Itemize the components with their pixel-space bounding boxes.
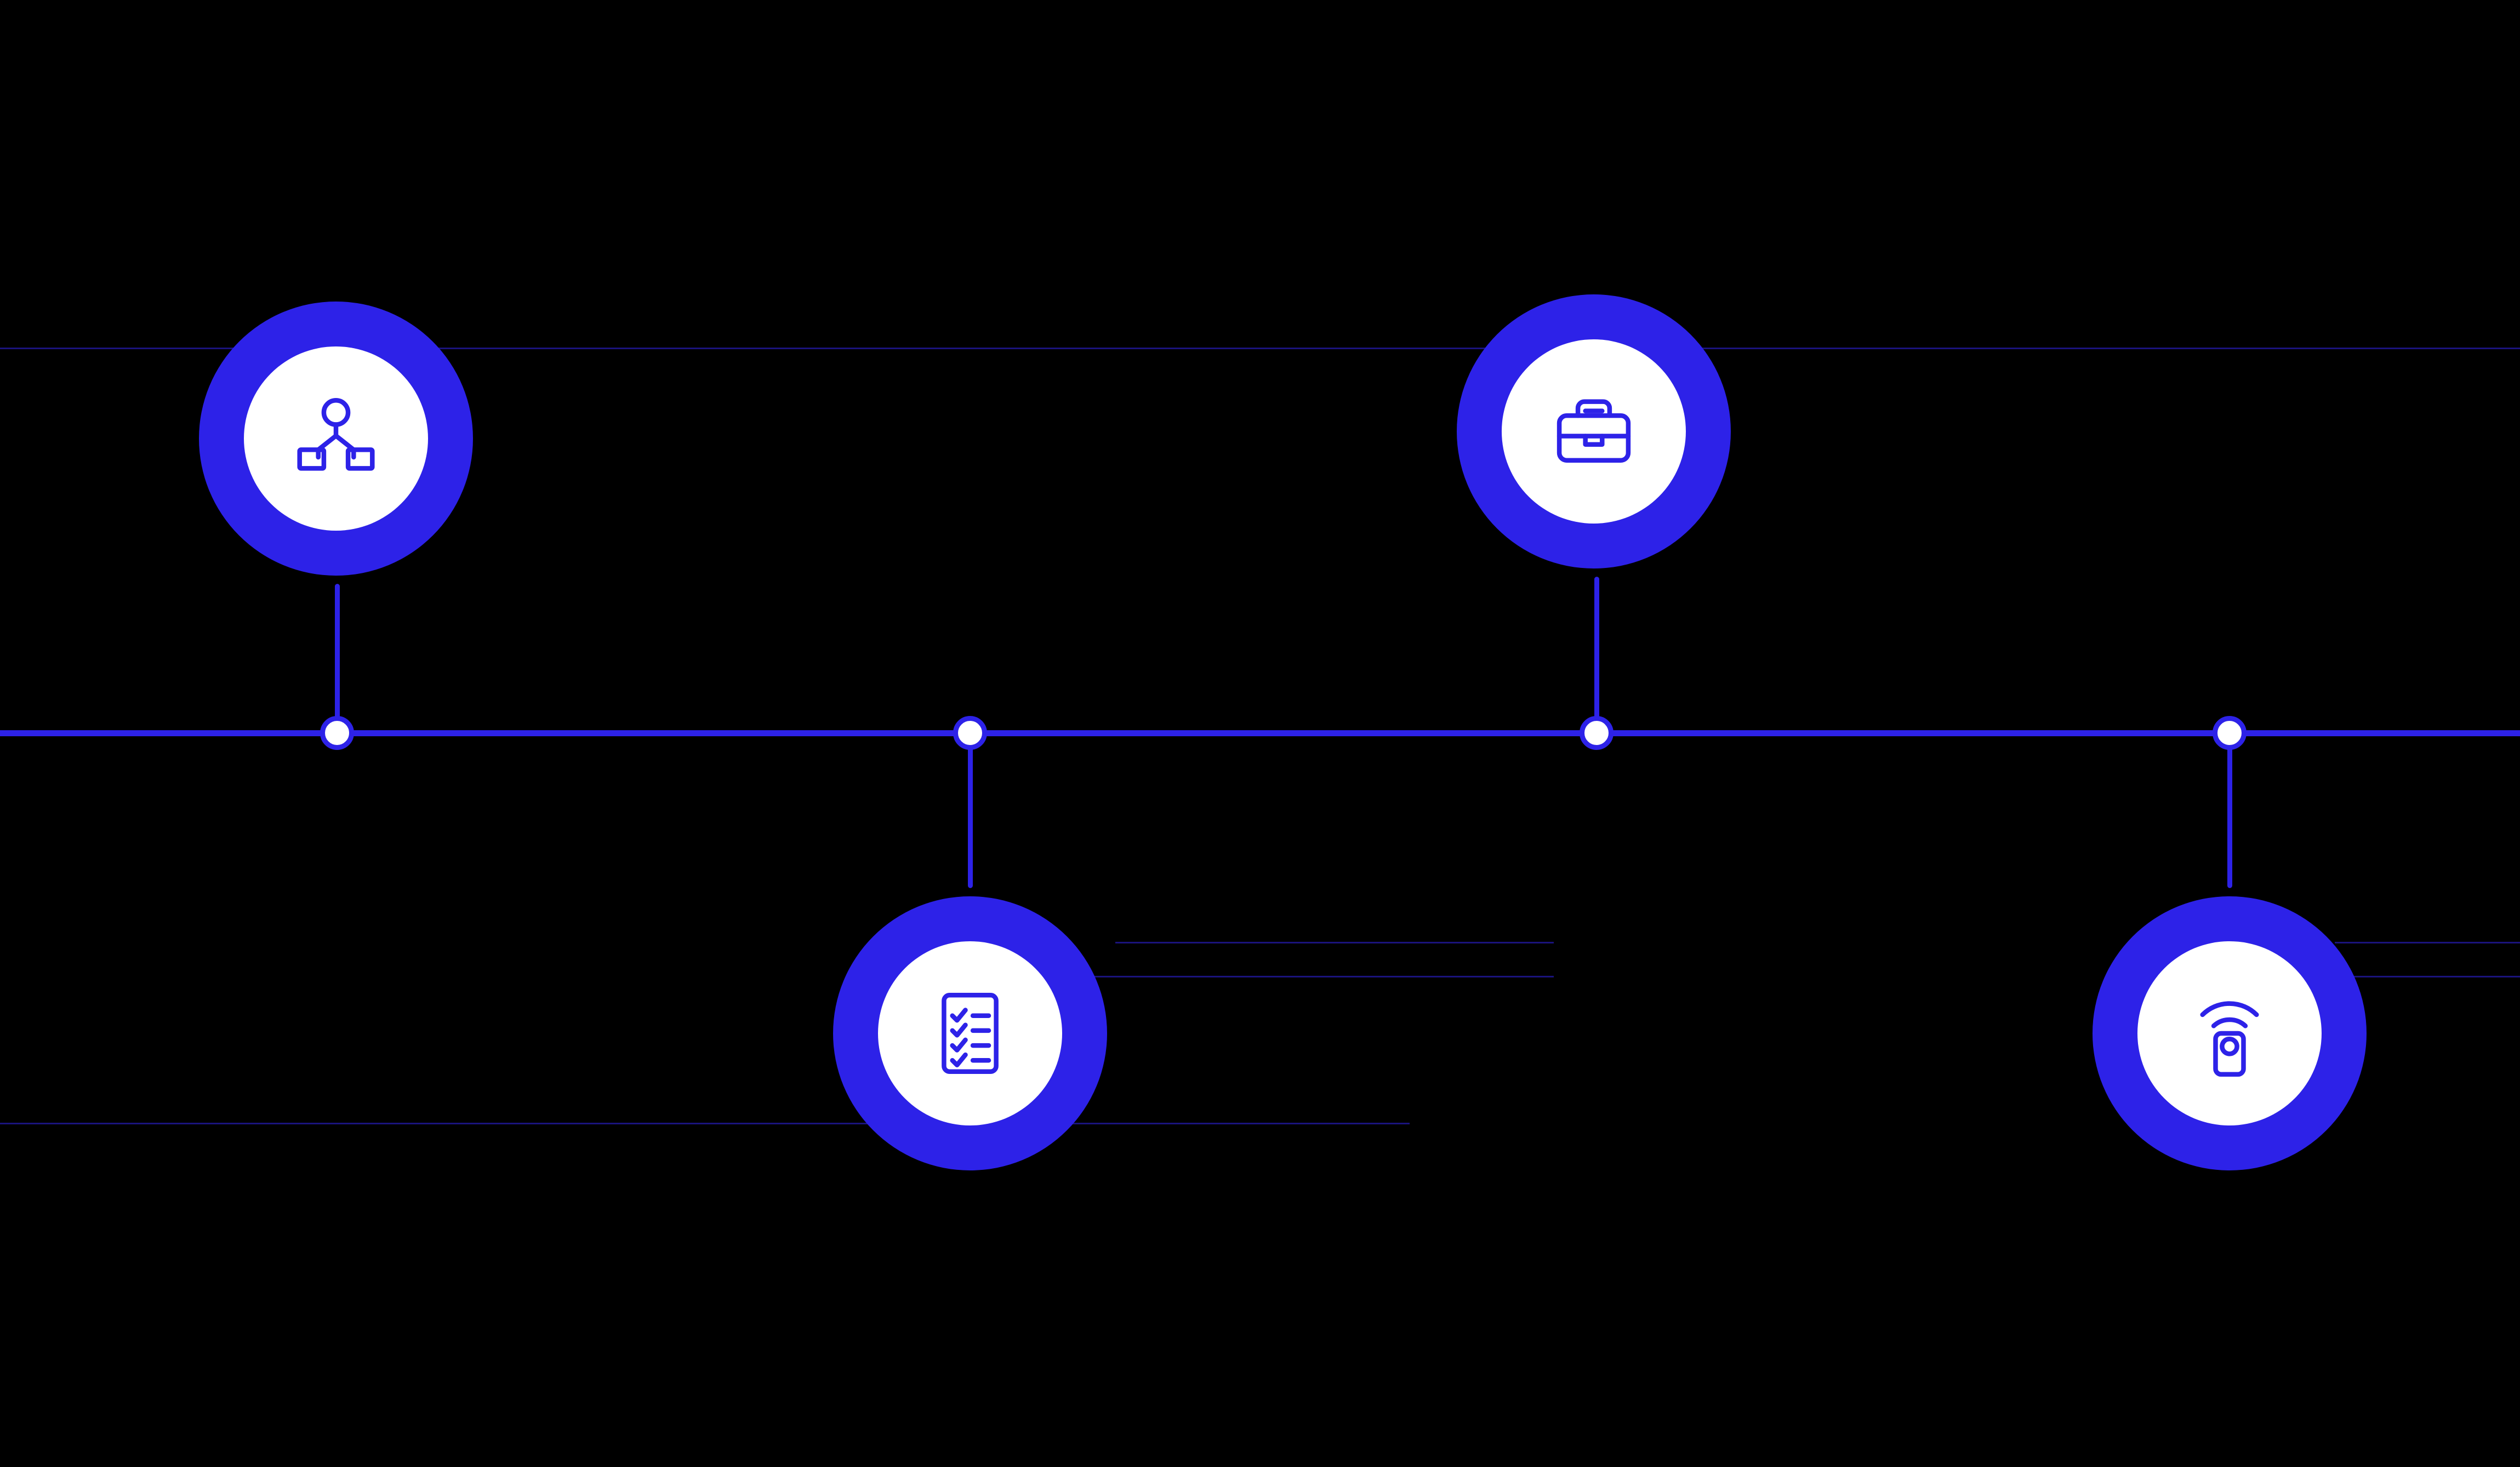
hairline-top [0, 348, 2520, 349]
checklist-icon [923, 987, 1017, 1080]
medallion-briefcase[interactable] [1441, 279, 1746, 584]
hairline-bottom [0, 1123, 1410, 1124]
connector-stem-briefcase [1594, 577, 1599, 733]
medallion-face [1502, 339, 1686, 524]
timeline-node-hierarchy[interactable] [320, 716, 354, 750]
connector-stem-remote [2227, 733, 2232, 888]
remote-control-icon [2183, 987, 2276, 1080]
connector-stem-hierarchy [334, 584, 340, 733]
medallion-face [2137, 941, 2322, 1125]
hairline-mid-right-b [2335, 942, 2520, 943]
hairline-mid-lower-right [2318, 976, 2520, 977]
timeline-node-remote[interactable] [2213, 716, 2247, 750]
medallion-remote[interactable] [2077, 881, 2382, 1186]
medallion-face [244, 346, 428, 531]
timeline-axis [0, 730, 2520, 736]
connector-stem-checklist [967, 733, 973, 888]
medallion-hierarchy[interactable] [184, 286, 488, 591]
medallion-face [878, 941, 1062, 1125]
timeline-node-checklist[interactable] [953, 716, 987, 750]
hairline-mid-lower-left [1069, 976, 1554, 977]
hierarchy-icon [289, 392, 383, 485]
hairline-mid-right-a [1115, 942, 1554, 943]
timeline-node-briefcase[interactable] [1580, 716, 1614, 750]
medallion-checklist[interactable] [818, 881, 1122, 1186]
briefcase-icon [1547, 385, 1640, 478]
